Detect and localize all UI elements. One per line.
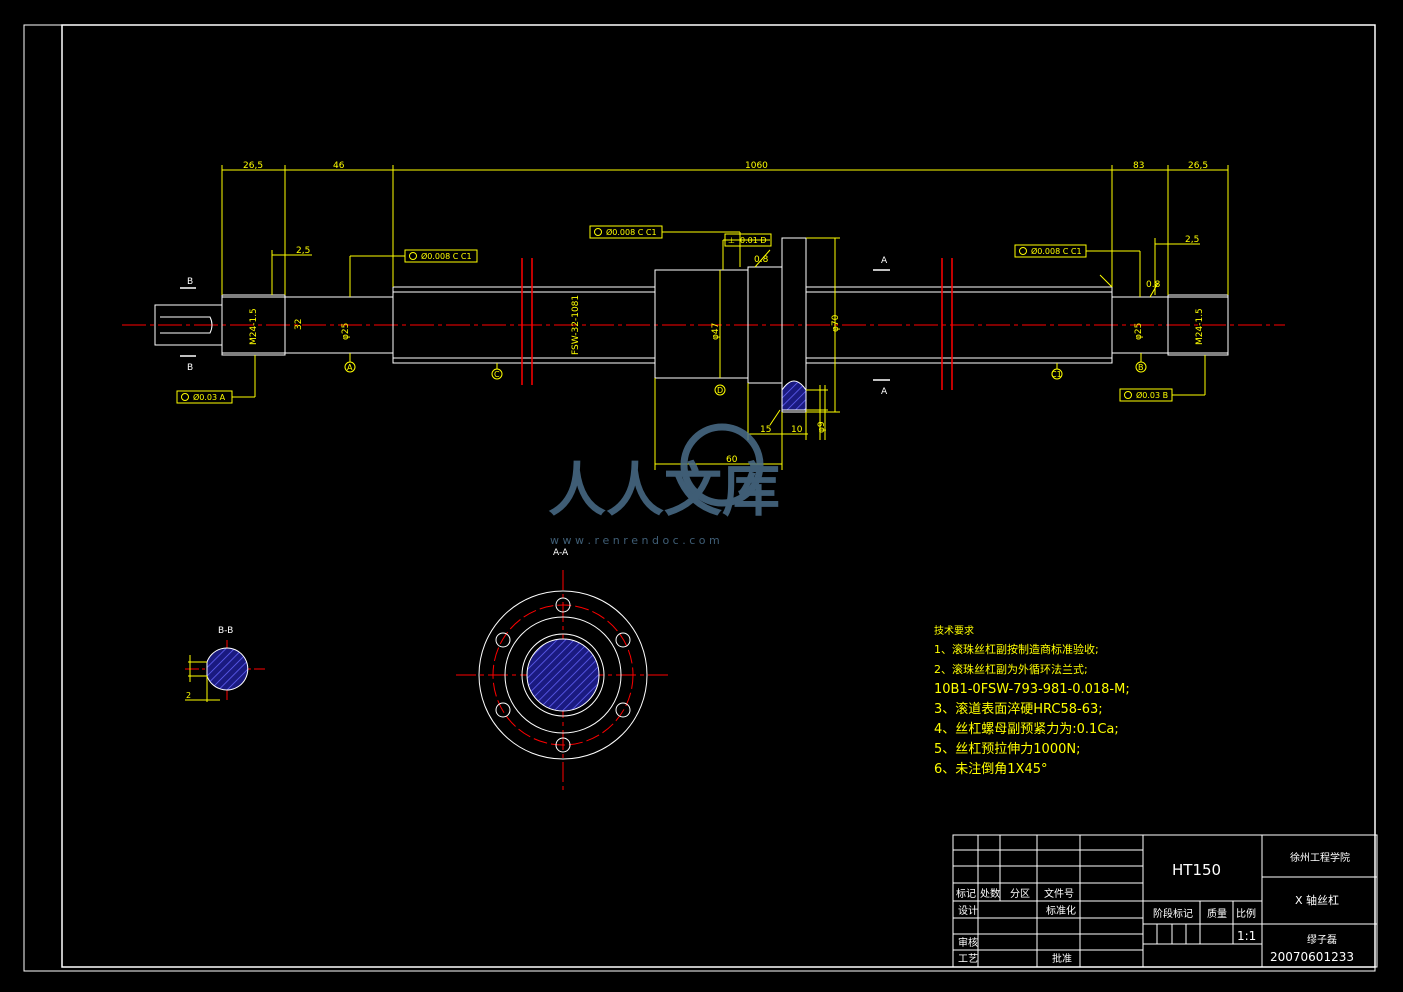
flange-hole-hatch — [781, 380, 807, 411]
section-b-bottom: B — [187, 363, 193, 373]
dim-2-5-left: 2,5 — [296, 246, 310, 256]
dim-15: 15 — [760, 425, 771, 435]
section-letters: B B A A — [187, 256, 888, 397]
technical-notes: 技术要求 1、滚珠丝杠副按制造商标准验收; 2、滚珠丝杠副为外循环法兰式; 10… — [934, 624, 1130, 777]
title-block: HT150 徐州工程学院 X 轴丝杠 标记 处数 分区 文件号 设计 标准化 阶… — [952, 834, 1378, 968]
shaft-main-view — [122, 237, 1285, 413]
tol-br-text: Ø0.03 B — [1136, 390, 1168, 400]
dim-10: 10 — [791, 425, 803, 435]
dim-26-5-right: 26,5 — [1188, 161, 1208, 171]
tb-school: 徐州工程学院 — [1290, 851, 1350, 864]
note-line-6: 5、丝杠预拉伸力1000N; — [934, 741, 1080, 757]
tb-material: HT150 — [1172, 861, 1221, 879]
tb-pizhun: 批准 — [1052, 952, 1072, 965]
inner-frame — [61, 24, 1376, 968]
dim-32: 32 — [294, 319, 304, 330]
tol-frame-perp: ⊥ 0.01 D — [724, 233, 772, 247]
section-aa-title: A-A — [553, 548, 569, 558]
watermark-cn: 人人文库 — [548, 456, 780, 524]
datum-b: B — [1138, 363, 1144, 372]
tb-gongyi: 工艺 — [958, 953, 978, 965]
dim-b-right: 0.8 — [1146, 280, 1161, 290]
tol-mid-text: Ø0.008 C C1 — [606, 227, 657, 237]
datum-c1: C1 — [1051, 370, 1062, 379]
tb-bili: 比例 — [1236, 907, 1256, 920]
tb-sheji: 设计 — [958, 904, 978, 917]
section-bb-title: B-B — [218, 626, 233, 636]
dim-83: 83 — [1133, 161, 1144, 171]
dim-25-right: φ25 — [1134, 323, 1144, 340]
tb-author: 缪子磊 — [1307, 933, 1337, 946]
tb-number: 20070601233 — [1270, 950, 1354, 964]
tb-hdr-fenqu: 分区 — [1010, 888, 1030, 900]
dim-2-5-right: 2,5 — [1185, 235, 1199, 245]
datum-c: C — [494, 370, 500, 379]
notes-title: 技术要求 — [934, 624, 974, 637]
dim-46: 46 — [333, 161, 345, 171]
thread-left: M24-1.5 — [249, 308, 259, 345]
dim-bb-2: 2 — [186, 691, 191, 700]
tb-hdr-biaoji: 标记 — [956, 888, 976, 900]
section-aa-view: A-A — [456, 548, 672, 790]
note-line-5: 4、丝杠螺母副预紧力为:0.1Ca; — [934, 721, 1119, 737]
note-line-4: 3、滚道表面淬硬HRC58-63; — [934, 701, 1103, 717]
tol-frame-right: Ø0.008 C C1 — [1014, 244, 1087, 258]
bb-hatched-shaft — [206, 647, 249, 691]
tol-frame-left: Ø0.008 C C1 — [404, 249, 478, 263]
dim-47: φ47 — [711, 323, 721, 340]
datum-d: D — [717, 386, 723, 395]
screw-code: FSW-32-1081 — [571, 295, 581, 355]
tb-part-name: X 轴丝杠 — [1295, 893, 1339, 907]
dimension-texts: 26,5 46 1060 83 26,5 2,5 2,5 15 10 60 φ9… — [243, 161, 1208, 465]
tol-frame-bottom-right: Ø0.03 B — [1119, 388, 1173, 402]
dim-70: φ70 — [831, 314, 841, 332]
watermark-url: w w w . r e n r e n d o c . c o m — [550, 534, 720, 547]
dim-25-left: φ25 — [341, 323, 351, 340]
watermark: 人人文库 w w w . r e n r e n d o c . c o m — [548, 423, 780, 547]
section-a-bottom: A — [881, 387, 888, 397]
thread-right: M24-1.5 — [1195, 308, 1205, 345]
tb-biaozhunhua: 标准化 — [1046, 904, 1076, 917]
dim-phi9: φ9 — [817, 421, 827, 433]
tol-frame-mid: Ø0.008 C C1 — [589, 225, 663, 239]
section-bb-view: B-B 2 — [185, 626, 265, 702]
note-line-7: 6、未注倒角1X45° — [934, 762, 1048, 777]
tol-frame-bottom-left: Ø0.03 A — [176, 390, 233, 404]
dim-1060: 1060 — [745, 161, 768, 171]
section-b-top: B — [187, 277, 193, 287]
dim-b: 0.8 — [754, 255, 769, 265]
datum-a: A — [347, 363, 353, 372]
tb-scale: 1:1 — [1237, 929, 1256, 943]
svg-text:⊥: ⊥ — [728, 236, 735, 245]
note-line-2: 2、滚珠丝杠副为外循环法兰式; — [934, 662, 1088, 676]
tb-hdr-wenjian: 文件号 — [1044, 887, 1074, 900]
aa-hatched-core — [526, 638, 600, 712]
tol-bl-text: Ø0.03 A — [193, 392, 226, 402]
note-line-3: 10B1-0FSW-793-981-0.018-M; — [934, 682, 1130, 697]
dim-60: 60 — [726, 455, 738, 465]
tb-jieduan: 阶段标记 — [1153, 907, 1193, 920]
tol-perp-text: 0.01 D — [740, 236, 767, 245]
tol-right-text: Ø0.008 C C1 — [1031, 246, 1082, 256]
dim-26-5-left: 26,5 — [243, 161, 263, 171]
tolerance-frames: Ø0.008 C C1 Ø0.008 C C1 ⊥ 0.01 D Ø0.008 … — [176, 225, 1173, 404]
tb-zhiliang: 质量 — [1207, 908, 1227, 920]
section-a-top: A — [881, 256, 888, 266]
section-marks — [180, 269, 890, 381]
note-line-1: 1、滚珠丝杠副按制造商标准验收; — [934, 642, 1099, 656]
tol-left-text: Ø0.008 C C1 — [421, 251, 472, 261]
datum-markers: A C D C1 B — [344, 353, 1147, 396]
tb-hdr-chushu: 处数 — [980, 887, 1000, 900]
tb-shenhe: 审核 — [958, 936, 978, 949]
